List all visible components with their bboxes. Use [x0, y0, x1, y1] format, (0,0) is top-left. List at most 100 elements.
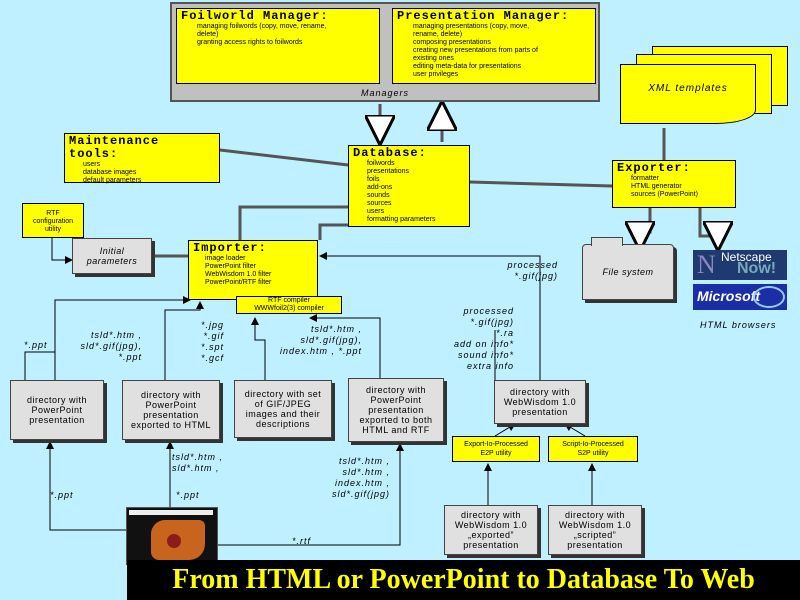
presentation-manager-box: Presentation Manager: managing presentat… — [392, 8, 596, 84]
database-box: Database: foilwords presentations foils … — [348, 145, 470, 227]
bottom-rtf-label: *.rtf — [292, 536, 312, 546]
label-line: processed — [463, 306, 514, 316]
label-line: tsld*.htm , — [310, 324, 362, 334]
dir-line: directory with — [140, 390, 201, 400]
bottom-ppt-left-label: *.ppt — [50, 490, 74, 500]
label-line: *.jpg — [200, 320, 224, 330]
list-item: composing presentations — [413, 39, 491, 46]
thumbnail-toolbar — [129, 510, 213, 515]
netscape-logo: N Netscape Now! — [693, 250, 787, 280]
directory-ww10-box: directory with WebWisdom 1.0 presentatio… — [494, 380, 586, 424]
list-item: user privileges — [413, 71, 459, 78]
list-item: HTML generator — [631, 183, 682, 190]
rtf-compiler-line1: RTF compiler — [268, 297, 310, 304]
presentation-manager-items: managing presentations (copy, move, rena… — [413, 23, 591, 79]
processed-top-label: processed *.gif(jpg) — [488, 260, 558, 282]
importer-title: Importer: — [193, 241, 267, 255]
directory-both-box: directory with PowerPoint presentation e… — [348, 378, 444, 442]
initial-params-line2: parameters — [86, 256, 138, 266]
importer-box: Importer: image loader PowerPoint filter… — [188, 240, 318, 300]
processed-mid-label: processed *.gif(jpg) *.ra add on info* s… — [440, 306, 514, 372]
xml-templates-stack: XML templates — [618, 46, 788, 136]
microsoft-logo: Microsoft — [693, 284, 787, 310]
page-title: From HTML or PowerPoint to Database To W… — [127, 560, 800, 600]
util-line: Export-Io-Processed — [464, 441, 528, 448]
bottom-ppt-mid-label: *.ppt — [176, 490, 200, 500]
dir-line: PowerPoint — [31, 405, 83, 415]
rtf-util-line2: configuration — [32, 218, 74, 225]
label-line: processed — [507, 260, 558, 270]
label-line: *.gif(jpg) — [470, 317, 514, 327]
label-line: tsld*.htm , — [338, 456, 390, 466]
list-item: PowerPoint filter — [205, 263, 256, 270]
list-item: existing ones — [413, 55, 454, 62]
dir-line: presentation — [463, 540, 519, 550]
html-browsers-label: HTML browsers — [700, 320, 777, 330]
directory-ppt-box: directory with PowerPoint presentation — [10, 380, 104, 440]
initial-params-line1: Initial — [99, 246, 125, 256]
rtf-configuration-utility-box: RTF configuration utility — [22, 203, 84, 238]
list-item: users — [367, 208, 385, 215]
dir-line: descriptions — [255, 419, 311, 429]
list-item: database images — [83, 169, 137, 176]
label-line: tsld*.htm , — [172, 452, 224, 462]
maintenance-tools-box: Maintenance tools: users database images… — [64, 133, 220, 185]
label-line: sld*.gif(jpg), — [300, 335, 362, 345]
list-item: WebWisdom 1.0 filter — [205, 271, 272, 278]
list-item: editing meta-data for presentations — [413, 63, 522, 70]
list-item: formatter — [631, 175, 660, 182]
maintenance-tools-items: users database images default parameters — [83, 161, 215, 185]
bottom-both-label: tsld*.htm , sld*.htm , index.htm , sld*.… — [318, 456, 390, 500]
exporter-title: Exporter: — [617, 161, 691, 175]
list-item: add-ons — [367, 184, 393, 191]
list-item: sources (PowerPoint) — [631, 191, 698, 198]
dir-line: WebWisdom 1.0 — [503, 397, 577, 407]
importer-items: image loader PowerPoint filter WebWisdom… — [205, 255, 313, 287]
folder-tab-icon — [591, 237, 623, 246]
util-line: Script-Io-Processed — [562, 441, 624, 448]
foilworld-manager-box: Foilworld Manager: managing foilwords (c… — [176, 8, 380, 84]
dir-line: presentation — [567, 540, 623, 550]
managers-label: Managers — [360, 88, 410, 98]
rtf-compiler-box: RTF compiler WWWfoil2(3) compiler — [236, 296, 342, 314]
dir-line: images and their — [245, 409, 321, 419]
ie-swoosh-icon — [753, 286, 785, 308]
label-line: *.gcf — [200, 353, 224, 363]
xml-page-front: XML templates — [620, 64, 756, 124]
dir-line: directory with — [509, 387, 570, 397]
list-item: creating new presentations from parts of — [413, 47, 538, 54]
list-item: sounds — [367, 192, 390, 199]
util-line: E2P utility — [480, 450, 512, 457]
list-item: foilwords — [367, 160, 395, 167]
list-item: presentations — [367, 168, 410, 175]
dir-line: presentation — [512, 407, 568, 417]
label-line: *.ra — [495, 328, 514, 338]
rtf-util-line3: utility — [45, 226, 61, 233]
list-item: granting access rights to foilwords — [197, 39, 303, 46]
ppt-left-label: *.ppt — [24, 340, 48, 350]
label-line: index.htm , — [334, 478, 390, 488]
file-system-label: File system — [602, 267, 654, 277]
dir-line: „exported” — [467, 530, 515, 540]
directory-gif-box: directory with set of GIF/JPEG images an… — [234, 380, 332, 438]
label-line: *.spt — [200, 342, 224, 352]
label-line: sld*.gif(jpg) — [331, 489, 390, 499]
images-label: *.jpg *.gif *.spt *.gcf — [180, 320, 224, 364]
list-item: image loader — [205, 255, 246, 262]
dir-line: PowerPoint — [145, 400, 197, 410]
list-item: rename, delete) — [413, 31, 463, 38]
dir-line: exported to both — [359, 415, 433, 425]
util-line: S2P utility — [577, 450, 609, 457]
list-item: default parameters — [83, 177, 142, 184]
dir-line: directory with set — [244, 389, 322, 399]
puzzle-detail-icon — [167, 534, 181, 548]
list-item: PowerPoint/RTF filter — [205, 279, 272, 286]
dir-line: „scripted” — [573, 530, 617, 540]
xml-templates-label: XML templates — [648, 83, 728, 94]
dir-line: exported to HTML — [130, 420, 212, 430]
list-item: users — [83, 161, 101, 168]
label-line: extra info — [466, 361, 514, 371]
dir-line: presentation — [368, 405, 424, 415]
label-line: *.ppt — [118, 352, 142, 362]
